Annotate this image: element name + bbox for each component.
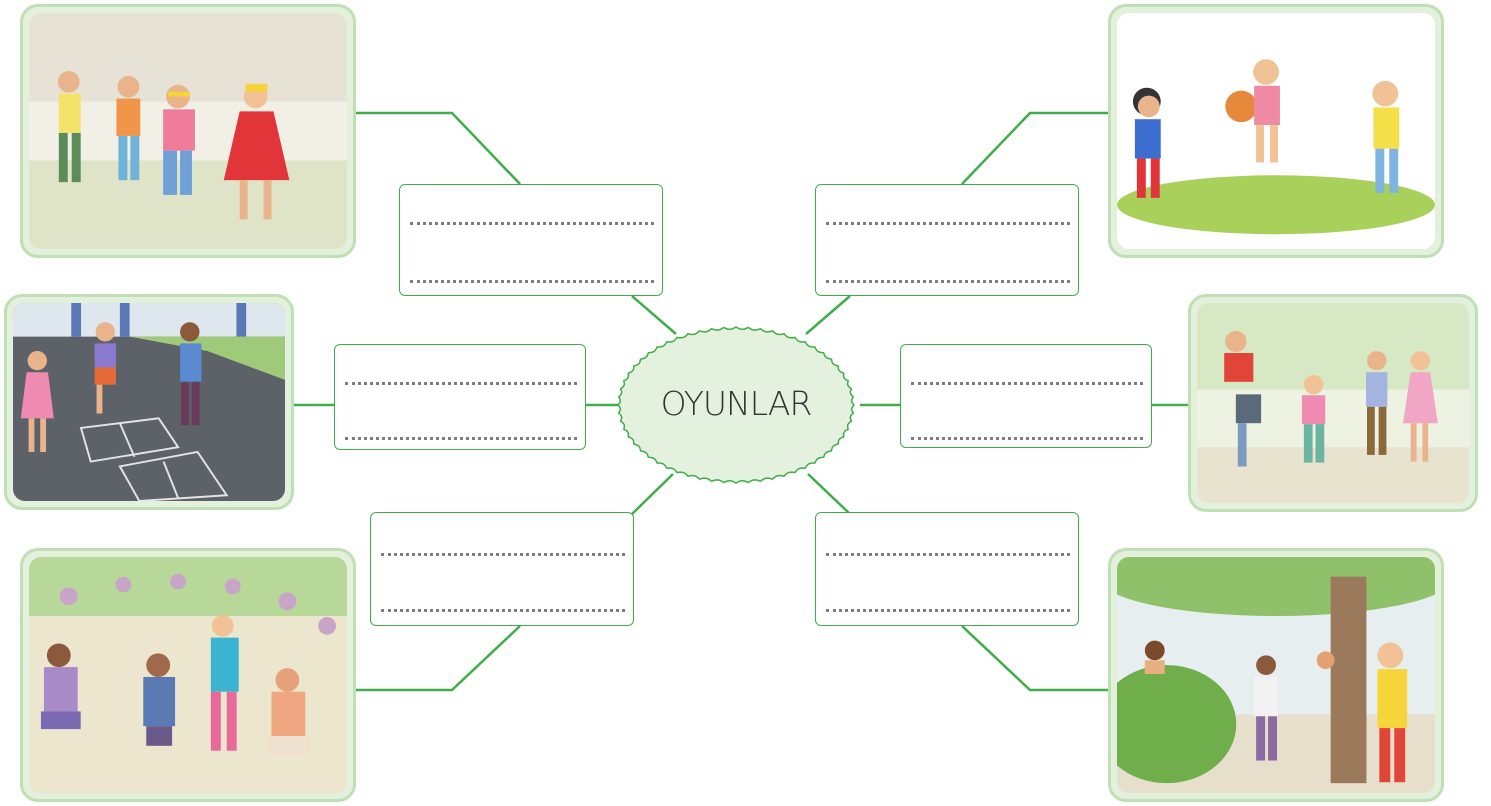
hide-and-seek-game-illustration <box>1117 557 1435 793</box>
connector-top-right-center <box>805 295 851 335</box>
connector-bottom-right-center <box>807 473 851 515</box>
answer-line[interactable] <box>826 609 1070 612</box>
photo-hopscotch-game <box>4 294 294 510</box>
photo-blindfold-game <box>20 4 356 258</box>
answer-line[interactable] <box>826 280 1070 283</box>
connector-top-left-center <box>631 295 677 335</box>
answer-box-middle-right[interactable] <box>900 344 1152 448</box>
blindfold-game-illustration <box>29 13 347 249</box>
connector-bottom-right <box>961 625 1110 692</box>
answer-line[interactable] <box>911 437 1143 440</box>
answer-box-bottom-left[interactable] <box>370 512 634 626</box>
center-node: OYUNLAR <box>612 322 860 488</box>
answer-line[interactable] <box>826 553 1070 556</box>
center-title: OYUNLAR <box>660 384 813 423</box>
connector-top-right <box>961 111 1110 185</box>
child-figure <box>57 71 81 183</box>
answer-line[interactable] <box>410 280 654 283</box>
answer-box-top-right[interactable] <box>815 184 1079 296</box>
scalloped-ellipse <box>617 326 855 484</box>
connector-bottom-left <box>354 625 521 692</box>
connector-bottom-left-center <box>631 473 674 515</box>
dodgeball-game-illustration <box>1117 13 1435 249</box>
answer-line[interactable] <box>345 437 577 440</box>
photo-leapfrog-game <box>1188 294 1478 512</box>
answer-line[interactable] <box>826 222 1070 225</box>
answer-box-bottom-right[interactable] <box>815 512 1079 626</box>
photo-circle-game <box>20 548 356 802</box>
answer-line[interactable] <box>381 609 625 612</box>
photo-hide-and-seek-game <box>1108 548 1444 802</box>
answer-line[interactable] <box>911 382 1143 385</box>
answer-line[interactable] <box>381 553 625 556</box>
hopscotch-game-illustration <box>13 303 285 501</box>
answer-box-middle-left[interactable] <box>334 344 586 450</box>
photo-dodgeball-game <box>1108 4 1444 258</box>
answer-box-top-left[interactable] <box>399 184 663 296</box>
circle-game-illustration <box>29 557 347 793</box>
answer-line[interactable] <box>410 222 654 225</box>
answer-line[interactable] <box>345 382 577 385</box>
leapfrog-game-illustration <box>1197 303 1469 503</box>
connector-top-left <box>354 111 521 185</box>
